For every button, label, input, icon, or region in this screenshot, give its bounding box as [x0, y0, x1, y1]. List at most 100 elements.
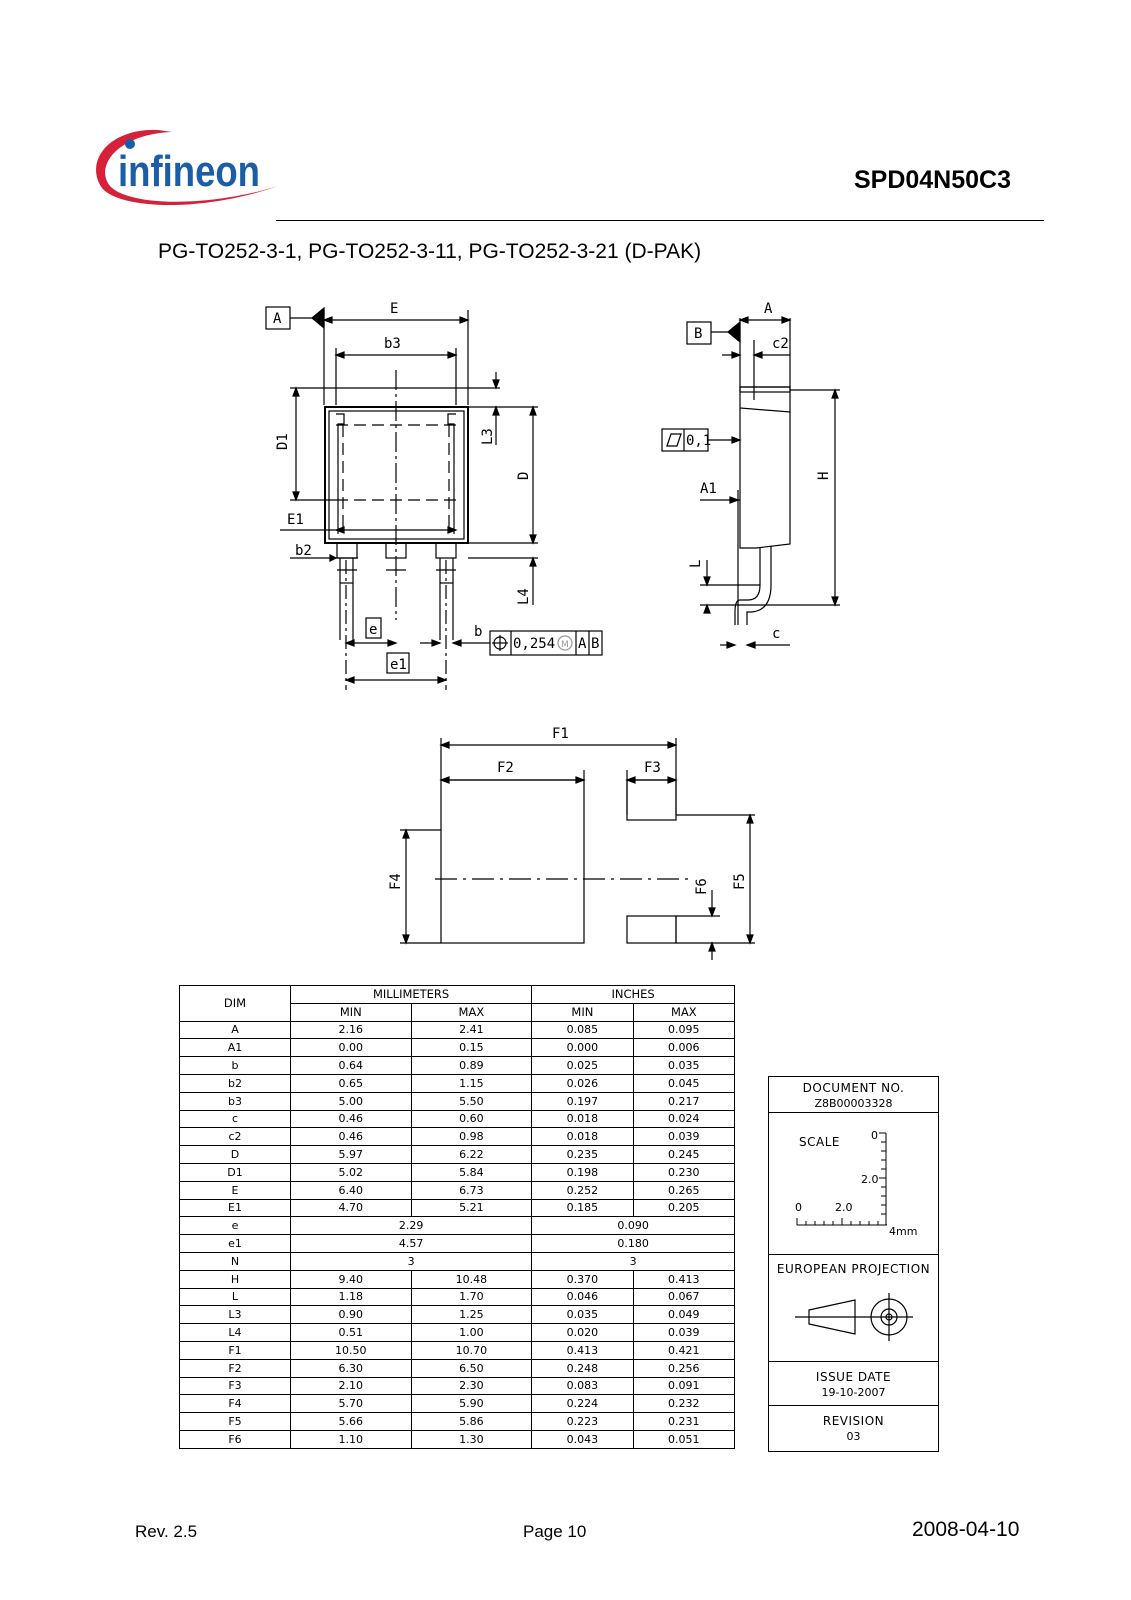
- table-cell: L: [179, 1287, 291, 1307]
- table-cell: 0.039: [632, 1127, 736, 1147]
- table-cell: 3: [289, 1251, 533, 1271]
- table-cell: 0.252: [531, 1180, 634, 1200]
- table-cell: E1: [179, 1198, 291, 1218]
- document-info-box: DOCUMENT NO. Z8B00003328 SCALE 0 2.0 0 2…: [768, 1076, 939, 1452]
- col-inches: INCHES: [531, 985, 735, 1004]
- package-title: PG-TO252-3-1, PG-TO252-3-11, PG-TO252-3-…: [158, 240, 702, 263]
- doc-number-value: Z8B00003328: [814, 1097, 893, 1110]
- scale-ruler: [796, 1132, 887, 1226]
- revision-value: 03: [846, 1430, 861, 1443]
- footprint-pad-tab: [440, 779, 585, 944]
- table-cell: 6.40: [290, 1180, 412, 1200]
- table-cell: 0.185: [531, 1198, 634, 1218]
- scale-v2: 2.0: [861, 1173, 879, 1186]
- table-cell: b3: [179, 1091, 291, 1111]
- table-cell: 10.50: [290, 1340, 412, 1360]
- table-cell: 0.039: [632, 1323, 736, 1342]
- table-cell: 0.049: [632, 1305, 736, 1325]
- table-cell: F4: [179, 1394, 291, 1414]
- table-cell: 0.232: [632, 1394, 736, 1414]
- infineon-logo: infineon: [88, 122, 288, 218]
- dim-label-d: D: [516, 472, 532, 480]
- table-cell: 0.006: [632, 1038, 736, 1058]
- dim-label-f2: F2: [497, 760, 514, 776]
- top-view: A E b3 D1 L3: [265, 301, 603, 690]
- table-cell: 0.65: [290, 1073, 412, 1093]
- table-cell: 1.18: [290, 1287, 412, 1307]
- table-cell: 0.15: [410, 1038, 533, 1058]
- table-cell: 5.70: [290, 1394, 412, 1414]
- dim-label-c: c: [772, 626, 780, 642]
- table-cell: e: [179, 1216, 291, 1236]
- flatness-value: 0,1: [686, 433, 711, 449]
- table-cell: D: [179, 1145, 291, 1164]
- table-cell: 2.29: [289, 1216, 533, 1236]
- dim-label-l: L: [688, 560, 704, 568]
- dim-label-e: e: [369, 622, 377, 638]
- table-cell: 0.370: [531, 1269, 634, 1289]
- footer-date: 2008-04-10: [912, 1518, 1020, 1541]
- table-cell: A: [179, 1020, 291, 1040]
- table-cell: 5.21: [410, 1198, 533, 1218]
- dim-label-f5: F5: [732, 873, 748, 890]
- table-cell: 5.02: [290, 1162, 412, 1182]
- dim-label-b2: b2: [295, 543, 312, 559]
- col-mm-max: MAX: [410, 1002, 533, 1022]
- table-cell: 0.051: [632, 1429, 736, 1449]
- projection-symbol: [795, 1293, 913, 1341]
- table-cell: A1: [179, 1038, 291, 1058]
- col-millimeters: MILLIMETERS: [289, 985, 533, 1004]
- footer-page-number: Page 10: [523, 1522, 587, 1541]
- table-cell: 0.180: [531, 1234, 735, 1253]
- issue-date-section: ISSUE DATE 19-10-2007: [769, 1362, 938, 1406]
- footprint-view: F1 F2 F3 F4 F5 F6: [388, 726, 755, 960]
- table-cell: 2.41: [410, 1020, 533, 1040]
- issue-date-label: ISSUE DATE: [815, 1370, 892, 1384]
- table-cell: N: [179, 1251, 291, 1271]
- table-cell: 2.16: [290, 1020, 412, 1040]
- table-cell: 0.224: [531, 1394, 634, 1414]
- table-cell: F6: [179, 1429, 291, 1449]
- dim-label-a-side: A: [764, 301, 773, 317]
- table-cell: 0.067: [632, 1287, 736, 1307]
- table-cell: 0.245: [632, 1145, 736, 1164]
- scale-h0: 0: [795, 1201, 802, 1214]
- scale-unit: 4mm: [889, 1225, 918, 1238]
- part-number: SPD04N50C3: [853, 166, 1011, 194]
- dim-label-f3: F3: [644, 760, 661, 776]
- table-cell: 0.413: [531, 1340, 634, 1360]
- table-cell: b2: [179, 1073, 291, 1093]
- table-cell: 0.60: [410, 1109, 533, 1129]
- table-cell: 0.46: [290, 1109, 412, 1129]
- table-cell: 1.00: [410, 1323, 533, 1342]
- dim-label-e1: e1: [390, 657, 407, 673]
- table-cell: c2: [179, 1127, 291, 1147]
- package-drawing: A E b3 D1 L3: [265, 301, 840, 960]
- table-cell: F2: [179, 1358, 291, 1378]
- table-cell: 0.51: [290, 1323, 412, 1342]
- table-cell: e1: [179, 1234, 291, 1253]
- table-cell: 0.217: [632, 1091, 736, 1111]
- dim-label-h: H: [816, 472, 832, 480]
- table-cell: 0.046: [531, 1287, 634, 1307]
- dim-label-c2: c2: [772, 336, 789, 352]
- table-cell: 5.90: [410, 1394, 533, 1414]
- table-cell: 5.50: [410, 1091, 533, 1111]
- footer-revision: Rev. 2.5: [135, 1522, 198, 1541]
- table-cell: 0.00: [290, 1038, 412, 1058]
- table-cell: 0.026: [531, 1073, 634, 1093]
- tolerance-value: 0,254: [513, 636, 555, 652]
- footprint-pad-bottom: [626, 915, 677, 944]
